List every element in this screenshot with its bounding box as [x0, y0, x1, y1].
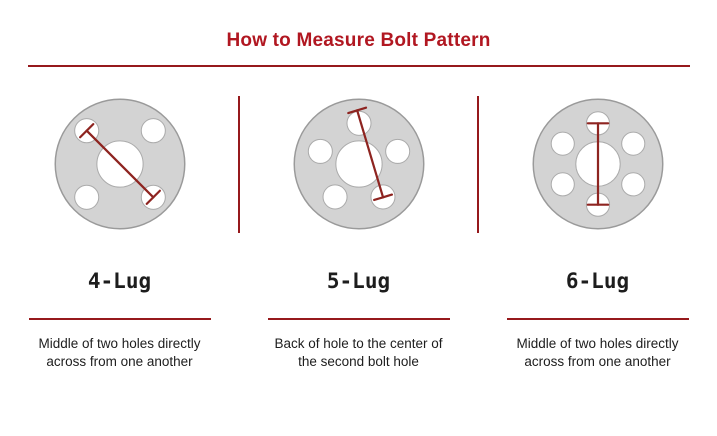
bolt-hole	[307, 138, 333, 164]
description-line: the second bolt hole	[298, 354, 419, 369]
measurement-tick	[78, 123, 94, 139]
bolt-hole	[384, 138, 410, 164]
title-divider	[28, 65, 690, 67]
bolt-hole	[620, 172, 645, 197]
bolt-hole	[140, 118, 166, 144]
description-4: Middle of two holes directly across from…	[10, 335, 229, 371]
measurement-tick	[346, 106, 367, 115]
description-line: Back of hole to the center of	[274, 336, 443, 351]
label-divider-6	[506, 318, 689, 320]
bolt-hole	[322, 184, 348, 210]
measurement-tick	[145, 189, 161, 205]
description-6: Middle of two holes directly across from…	[488, 335, 707, 371]
hub-5-lug-icon	[285, 90, 433, 243]
bolt-hole	[73, 184, 99, 210]
hub-6-lug-icon	[524, 90, 672, 243]
columns-row: 4-Lug Middle of two holes directly acros…	[0, 90, 717, 371]
lug-label-6: 6-Lug	[565, 269, 630, 293]
measurement-line	[85, 129, 154, 199]
column-divider-left	[238, 96, 240, 233]
measurement-line	[355, 109, 384, 199]
description-5: Back of hole to the center of the second…	[249, 335, 468, 371]
description-line: Middle of two holes directly	[516, 336, 679, 351]
measurement-tick	[372, 193, 393, 202]
label-divider-4	[28, 318, 211, 320]
page-title: How to Measure Bolt Pattern	[226, 30, 491, 51]
column-6-lug: 6-Lug Middle of two holes directly acros…	[478, 90, 717, 371]
lug-label-4: 4-Lug	[87, 269, 152, 293]
bolt-hole	[345, 110, 372, 136]
column-5-lug: 5-Lug Back of hole to the center of the …	[239, 90, 478, 371]
hub-5-lug-diagram	[293, 98, 424, 230]
description-line: across from one another	[524, 354, 671, 369]
bolt-hole	[620, 131, 645, 156]
hub-4-lug-icon	[46, 90, 194, 243]
hub-4-lug-diagram	[54, 98, 185, 230]
lug-label-5: 5-Lug	[326, 269, 391, 293]
description-line: Middle of two holes directly	[38, 336, 201, 351]
column-4-lug: 4-Lug Middle of two holes directly acros…	[0, 90, 239, 371]
column-divider-right	[477, 96, 479, 233]
bolt-hole	[550, 131, 575, 156]
label-divider-5	[267, 318, 450, 320]
description-line: across from one another	[46, 354, 193, 369]
hub-6-lug-diagram	[532, 98, 663, 230]
bolt-hole	[550, 172, 575, 197]
center-bore	[334, 140, 383, 188]
